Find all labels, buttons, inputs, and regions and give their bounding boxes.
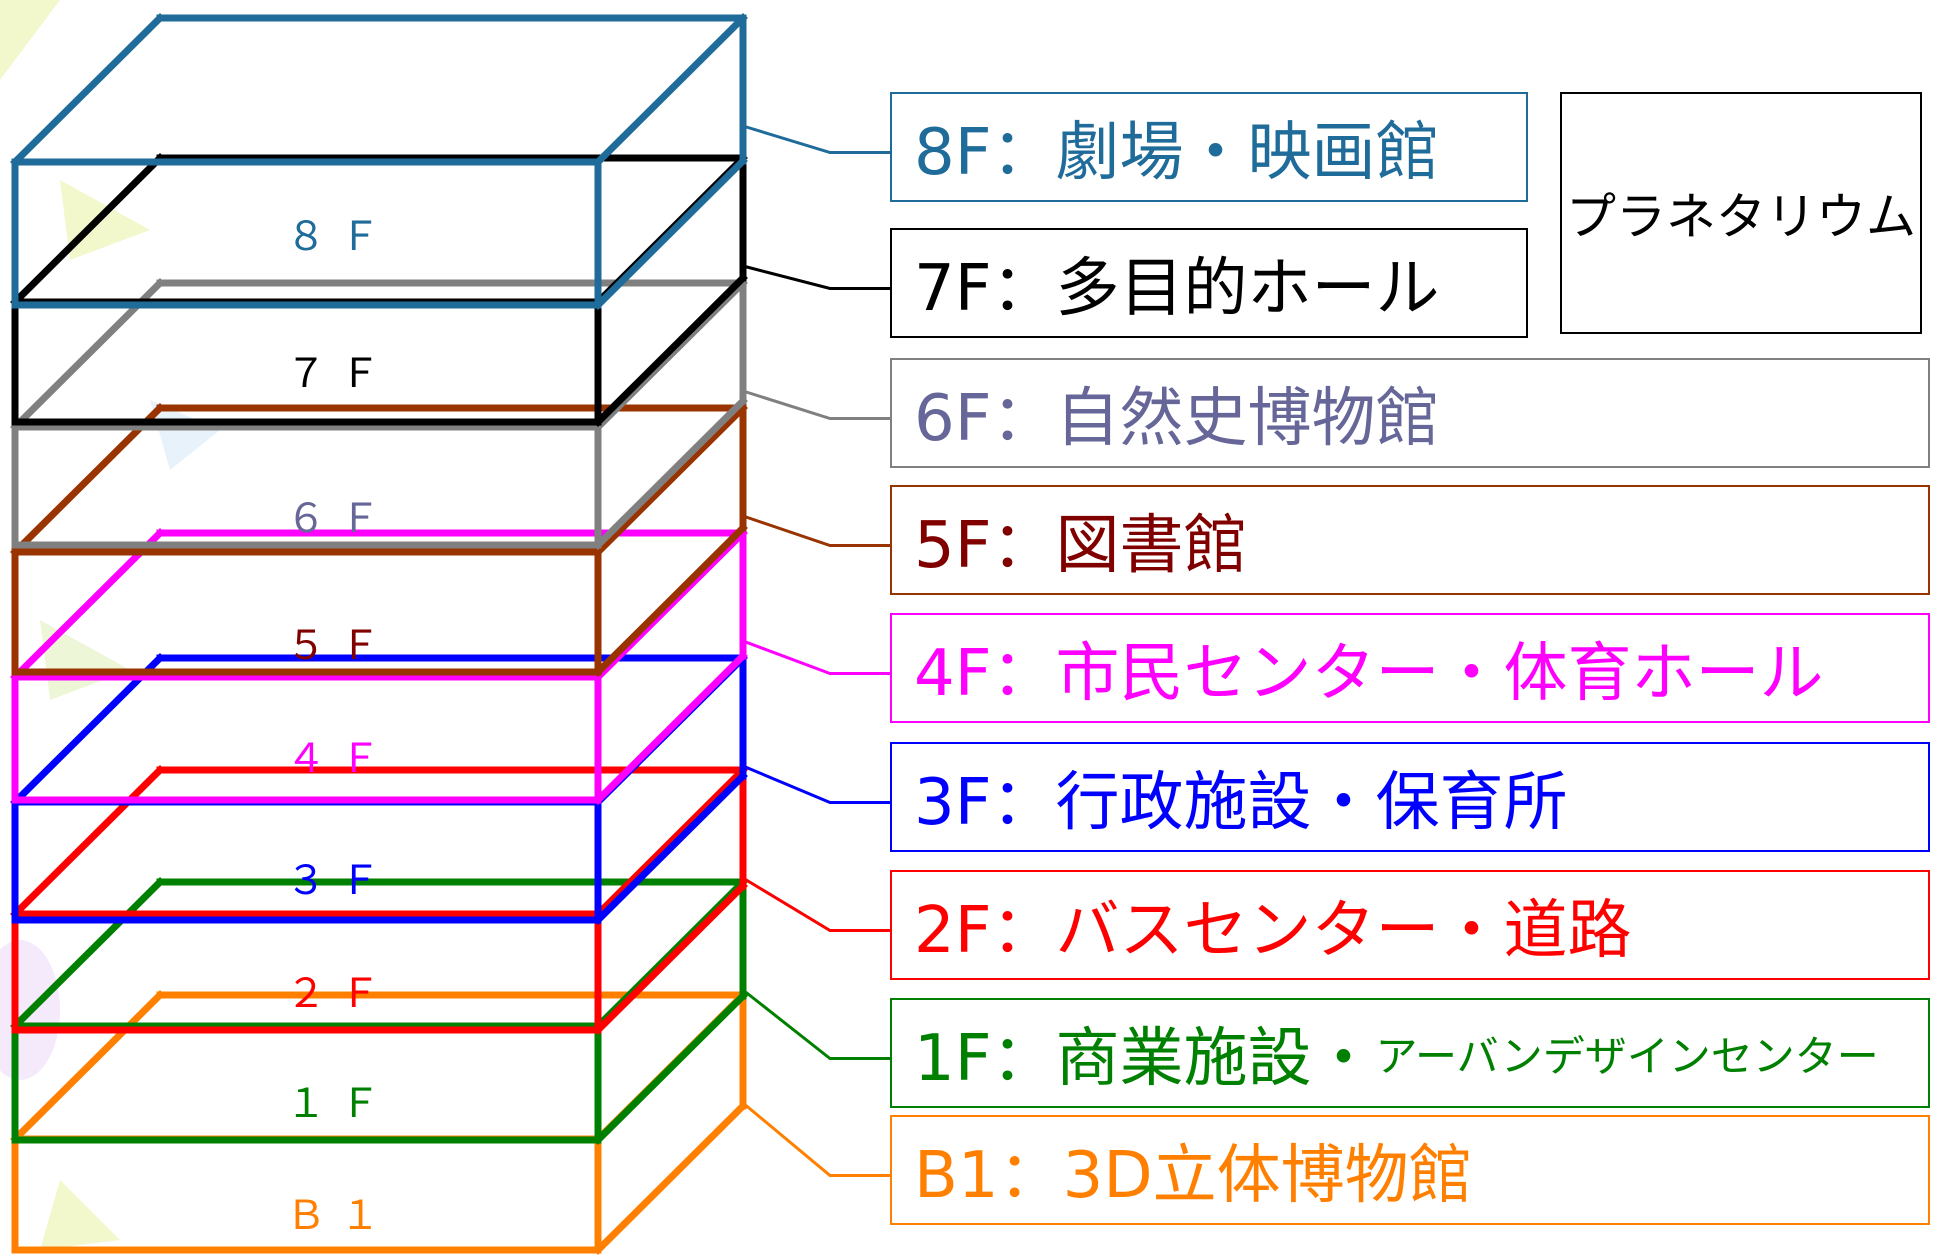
- connector-line: [742, 264, 890, 290]
- connector-2f: [742, 876, 890, 932]
- floor-box-4f: [10, 528, 748, 805]
- floor-box-edge: [10, 403, 165, 557]
- connector-line: [742, 764, 890, 804]
- floor-box-edge: [10, 528, 165, 682]
- floor-box-edge: [593, 523, 748, 677]
- floor-label-4f: ４Ｆ: [286, 736, 394, 782]
- floor-box-edge: [593, 396, 748, 550]
- legend-text-small: アーバンデザインセンター: [1375, 1031, 1879, 1081]
- legend-item-3f: 3F：行政施設・保育所: [890, 742, 1930, 852]
- legend-text: 4F：市民センター・体育ホール: [914, 637, 1824, 711]
- legend-text: 1F：商業施設・: [914, 1022, 1376, 1096]
- floor-box-edge: [593, 528, 748, 682]
- legend-item-b1: B1：3D立体博物館: [890, 1115, 1930, 1225]
- floor-box-edge: [10, 653, 165, 807]
- connector-line: [742, 514, 890, 547]
- connector-line: [742, 1101, 890, 1177]
- legend-item-8f: 8F：劇場・映画館: [890, 92, 1528, 202]
- floor-box-edge: [593, 1101, 748, 1255]
- legend-item-1f: 1F：商業施設・アーバンデザインセンター: [890, 998, 1930, 1108]
- floor-label-3f: ３Ｆ: [286, 858, 394, 904]
- connector-4f: [742, 639, 890, 675]
- connector-line: [742, 988, 890, 1060]
- floor-box-edge: [593, 771, 748, 925]
- floor-box-8f: [10, 13, 748, 310]
- floor-box-edge: [10, 153, 165, 307]
- floor-label-7f: ７Ｆ: [286, 351, 394, 397]
- planetarium-label: プラネタリウム: [1566, 188, 1916, 246]
- floor-box-edge: [593, 278, 748, 432]
- floor-box-edge: [10, 990, 165, 1144]
- connector-line: [742, 639, 890, 675]
- legend-text: 2F：バスセンター・道路: [914, 894, 1632, 968]
- floor-box-edge: [593, 156, 748, 310]
- legend-item-4f: 4F：市民センター・体育ホール: [890, 613, 1930, 723]
- legend-item-7f: 7F：多目的ホール: [890, 228, 1528, 338]
- connector-8f: [742, 124, 890, 154]
- connector-line: [742, 876, 890, 932]
- floor-box-5f: [10, 403, 748, 677]
- floor-box-edge: [593, 991, 748, 1145]
- floor-label-5f: ５Ｆ: [286, 623, 394, 669]
- connector-7f: [742, 264, 890, 290]
- floor-box-edge: [593, 765, 748, 919]
- floor-label-8f: ８Ｆ: [286, 214, 394, 260]
- floor-label-b1: Ｂ１: [286, 1193, 394, 1239]
- legend-text: 6F：自然史博物館: [914, 382, 1440, 456]
- connector-1f: [742, 988, 890, 1060]
- legend-item-5f: 5F：図書館: [890, 485, 1930, 595]
- connector-5f: [742, 514, 890, 547]
- connector-3f: [742, 764, 890, 804]
- connector-b1: [742, 1101, 890, 1177]
- legend-text: 7F：多目的ホール: [914, 252, 1440, 326]
- legend-item-6f: 6F：自然史博物館: [890, 358, 1930, 468]
- floor-box-edge: [593, 273, 748, 427]
- floor-box-edge: [10, 765, 165, 919]
- floor-label-1f: １Ｆ: [286, 1081, 394, 1127]
- connector-line: [742, 124, 890, 154]
- floor-box-2f: [10, 765, 748, 1035]
- floor-box-edge: [593, 13, 748, 167]
- floor-label-2f: ２Ｆ: [286, 971, 394, 1017]
- floor-box-edge: [593, 651, 748, 805]
- legend-text: 8F：劇場・映画館: [914, 116, 1440, 190]
- floor-box-edge: [10, 877, 165, 1031]
- floor-label-6f: ６Ｆ: [286, 496, 394, 542]
- connector-line: [742, 389, 890, 420]
- connector-6f: [742, 389, 890, 420]
- legend-item-2f: 2F：バスセンター・道路: [890, 870, 1930, 980]
- planetarium-note: プラネタリウム: [1560, 92, 1922, 334]
- legend-text: B1：3D立体博物館: [914, 1139, 1473, 1213]
- floor-box-edge: [10, 13, 165, 167]
- floor-box-edge: [593, 403, 748, 557]
- floor-box-edge: [593, 881, 748, 1035]
- legend-text: 3F：行政施設・保育所: [914, 766, 1568, 840]
- legend-text: 5F：図書館: [914, 509, 1248, 583]
